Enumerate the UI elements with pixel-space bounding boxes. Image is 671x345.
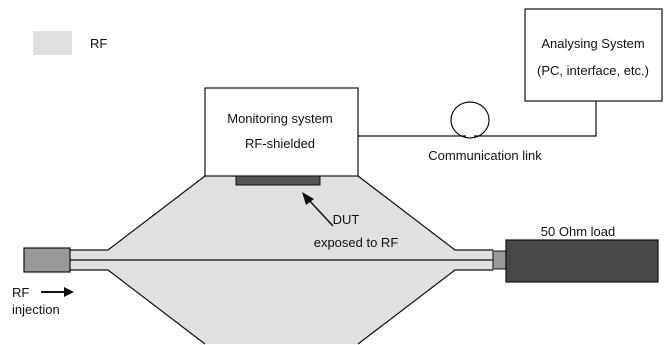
analysing-system-subtitle: (PC, interface, etc.): [537, 63, 649, 78]
monitoring-system-box: [204, 87, 359, 177]
tem-cell-upper-left-edge: [70, 175, 206, 251]
dut-board: [235, 175, 321, 186]
dut-arrow-head: [302, 192, 314, 205]
load-connector: [492, 250, 507, 270]
monitoring-system-subtitle: RF-shielded: [245, 136, 315, 151]
dut-arrow-shaft: [306, 197, 334, 227]
load-label: 50 Ohm load: [541, 224, 615, 239]
tem-cell-lower-right-edge: [357, 269, 493, 345]
dut-label: DUT: [333, 212, 360, 227]
legend-rf-label: RF: [90, 36, 107, 51]
monitoring-system-title: Monitoring system: [227, 111, 332, 126]
communication-link-cable-right: [474, 101, 597, 137]
rf-injection-label: RF: [12, 285, 29, 300]
dut-exposure-label: exposed to RF: [314, 235, 399, 250]
rf-injection-sublabel: injection: [12, 302, 60, 317]
communication-link-cable-loop: [450, 101, 490, 139]
rf-injection-arrow-head: [64, 287, 74, 297]
rf-input-connector: [23, 247, 71, 273]
tem-cell-upper-right-edge: [357, 175, 493, 251]
analysing-system-box: [524, 8, 663, 102]
communication-link-label: Communication link: [428, 148, 542, 163]
analysing-system-title: Analysing System: [541, 36, 644, 51]
legend-rf-swatch: [33, 31, 72, 55]
tem-cell-lower-left-edge: [70, 269, 206, 345]
fifty-ohm-load: [505, 239, 659, 283]
